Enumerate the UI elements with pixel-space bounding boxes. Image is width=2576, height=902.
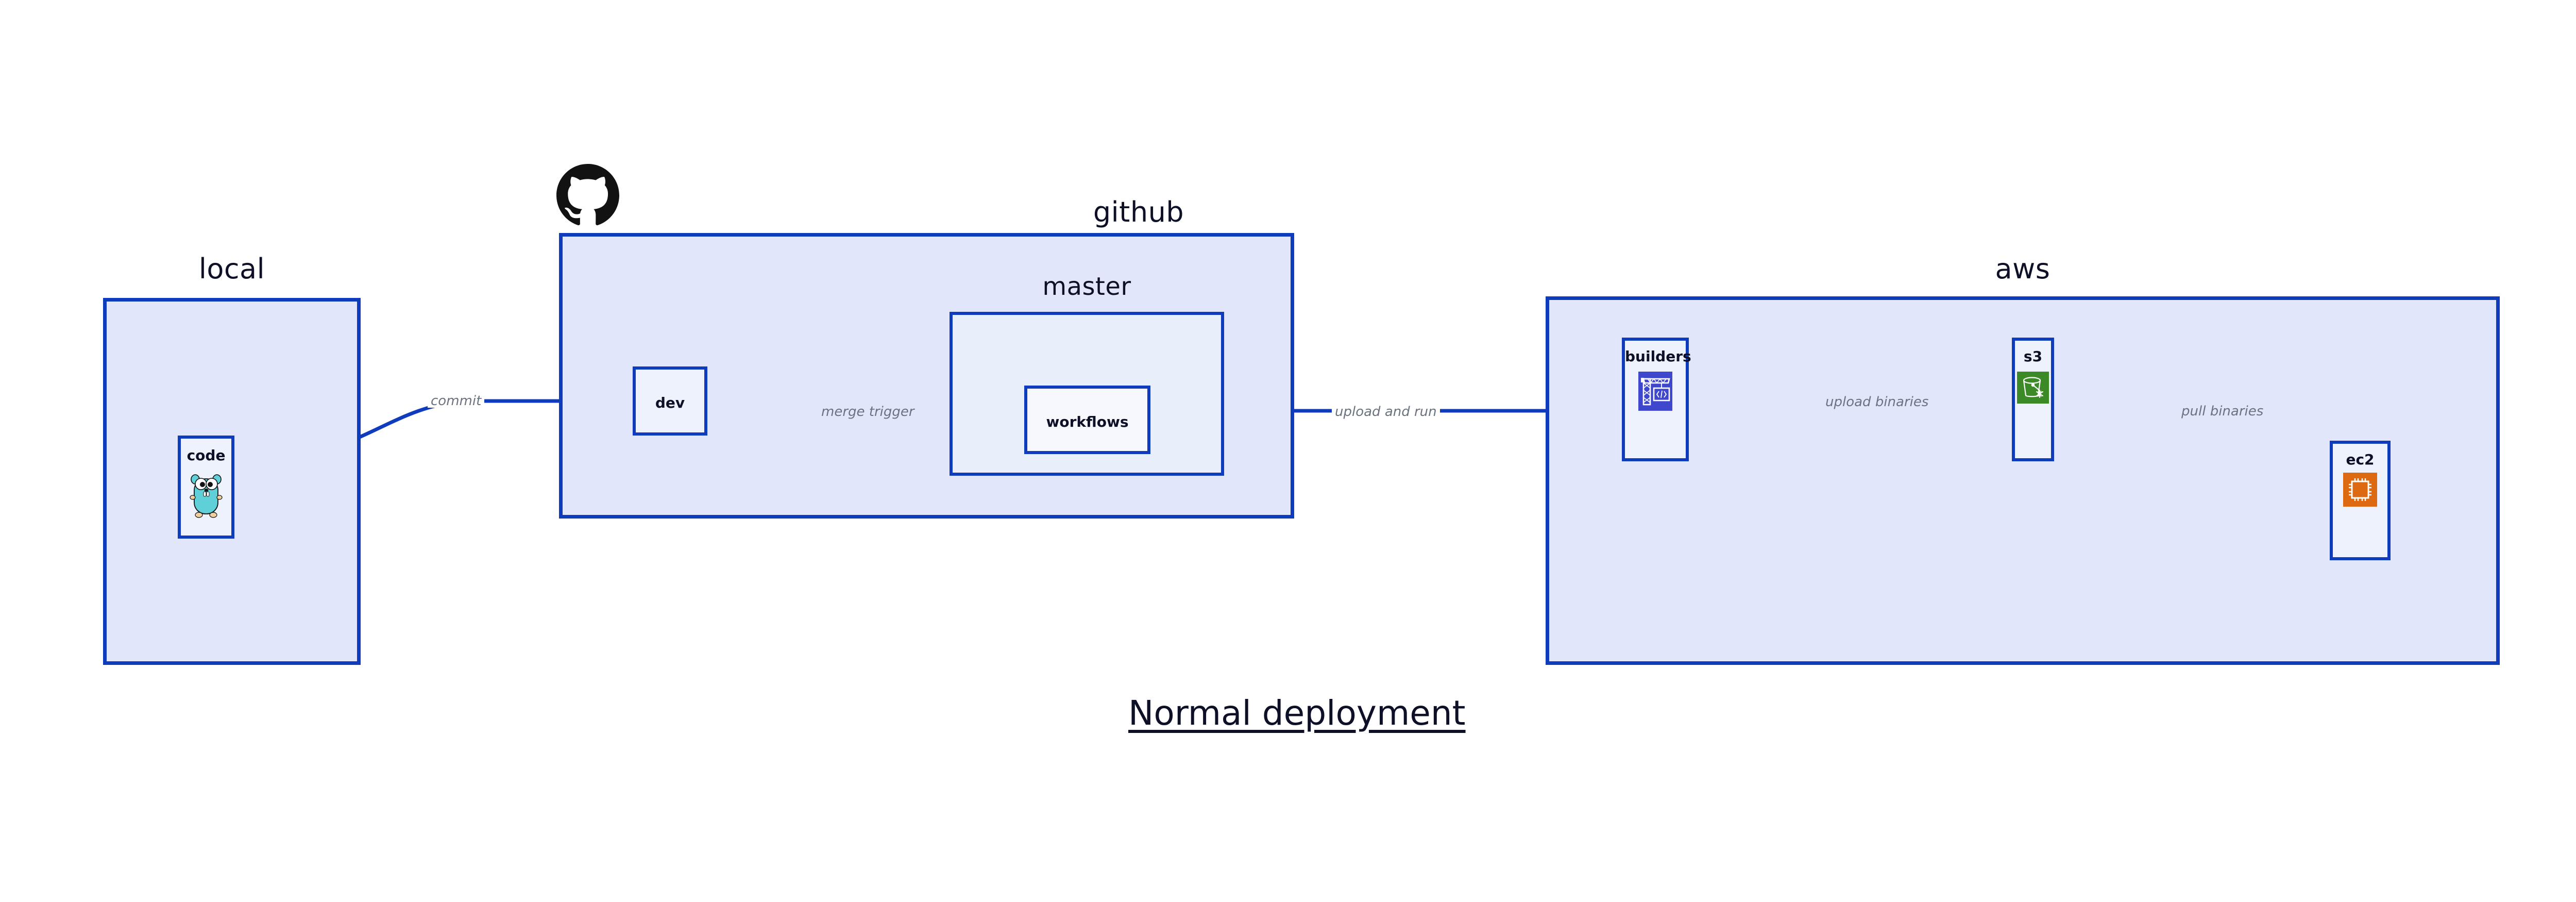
edge-label-commit: commit — [428, 394, 485, 408]
group-label-local: local — [198, 253, 265, 285]
aws-s3-glacier-bucket-icon — [2017, 372, 2049, 404]
edge-label-merge-trigger: merge trigger — [818, 405, 918, 419]
node-s3[interactable]: s3 — [2012, 338, 2054, 461]
node-builders-label: builders — [1625, 348, 1691, 365]
aws-ec2-chip-icon — [2343, 473, 2377, 507]
node-dev-label: dev — [655, 394, 685, 411]
node-builders[interactable]: builders — [1622, 338, 1691, 461]
node-workflows-label: workflows — [1046, 413, 1129, 430]
node-ec2-label: ec2 — [2346, 451, 2375, 468]
group-label-aws: aws — [1995, 253, 2050, 285]
node-code-label: code — [187, 447, 226, 464]
github-octocat-icon — [556, 164, 619, 227]
node-code-box[interactable]: code — [178, 436, 234, 539]
go-gopher-icon — [187, 471, 225, 520]
edge-label-upload-and-run: upload and run — [1332, 405, 1440, 419]
edge-label-upload-binaries: upload binaries — [1822, 395, 1932, 409]
node-s3-label: s3 — [2023, 348, 2043, 365]
diagram-caption: Normal deployment — [1128, 693, 1466, 733]
aws-builders-crane-icon — [1638, 372, 1672, 411]
edge-label-pull-binaries: pull binaries — [2178, 405, 2267, 418]
group-label-github: github — [1093, 196, 1184, 228]
node-ec2[interactable]: ec2 — [2330, 441, 2391, 560]
group-label-master: master — [1042, 272, 1131, 301]
node-dev[interactable]: dev — [633, 366, 707, 436]
node-workflows[interactable]: workflows — [1024, 386, 1150, 454]
